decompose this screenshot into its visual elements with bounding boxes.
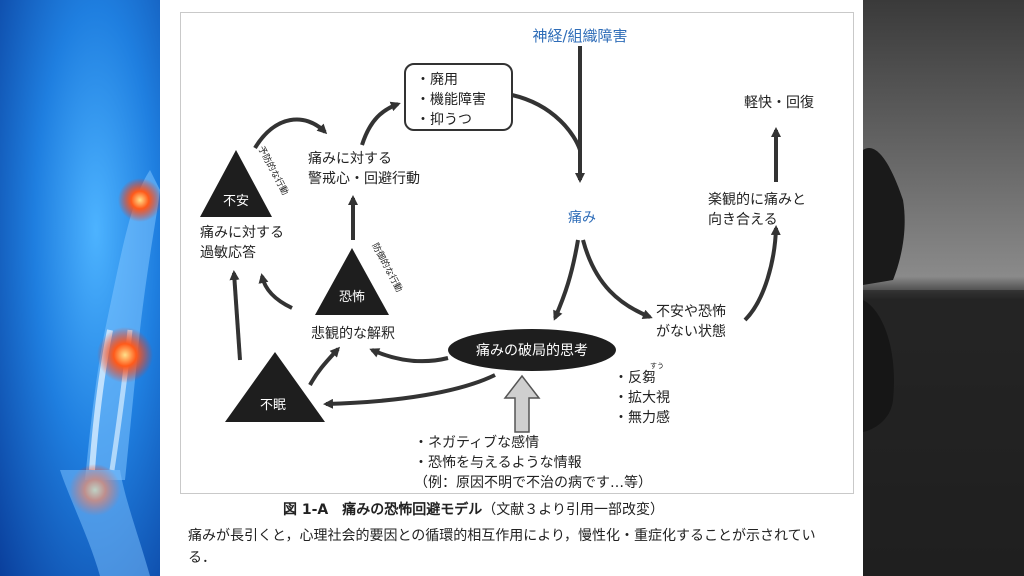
arrow-insomnia-to-fear [308,346,341,386]
rock-sea-photo [863,148,1024,576]
anxiety-side-label: 予防的な行動 [255,144,291,197]
alert-line-1: 痛みに対する [308,150,392,167]
figure-caption-title: 図 1-A 痛みの恐怖回避モデル（文献３より引用一部改変） [283,499,664,519]
fear-side-label: 防御的な行動 [369,241,405,294]
caption-title-bold: 図 1-A 痛みの恐怖回避モデル [283,502,483,518]
arrow-nofear-to-optimistic [743,225,781,322]
arrow-alert-to-box [360,101,401,146]
input-line-3: （例：原因不明で不治の病です…等） [414,474,652,491]
hyper-line-1: 痛みに対する [200,224,284,241]
figure-frame [180,12,854,494]
pessimistic-label: 悲観的な解釈 [311,325,395,342]
arm-illustration [60,170,160,576]
arrow-pain-to-cat [553,239,580,321]
optimistic-line-1: 楽観的に痛みと [708,191,806,208]
anxiety-triangle [200,150,272,217]
consequence-box [404,63,513,131]
pain-label: 痛み [568,209,596,226]
cat-item-3: ・無力感 [614,409,670,426]
input-hollow-arrow [503,374,541,433]
box-item-3: ・抑うつ [416,112,472,128]
nofear-line-2: がない状態 [656,324,726,340]
insomnia-label: 不眠 [260,398,286,413]
arrow-fear-to-hyper [258,273,293,310]
fear-label: 恐怖 [339,289,365,305]
optimistic-line-2: 向き合える [708,212,778,228]
input-line-2: ・恐怖を与えるような情報 [414,454,582,471]
alert-line-2: 警戒心・回避行動 [308,171,420,187]
arrow-insomnia-to-hyper [229,270,242,361]
figure-caption-body: 痛みが長引くと，心理社会的要因との循環的相互作用により，慢性化・重症化することが… [188,528,816,566]
catastrophizing-ellipse [448,329,616,371]
hyper-line-2: 過敏応答 [200,244,256,261]
left-decorative-image [0,0,160,576]
input-line-1: ・ネガティブな感情 [414,434,539,451]
catastrophizing-label: 痛みの破局的思考 [476,342,588,359]
right-decorative-image [863,0,1024,576]
arrow-cat-to-pessimistic [369,348,449,364]
cat-item-1: ・反芻 [614,370,656,386]
flow-arrows [229,46,781,409]
box-item-1: ・廃用 [416,71,458,88]
arrow-box-to-pain [511,93,582,151]
anxiety-label: 不安 [223,194,249,209]
ruby-label: すう [650,362,664,370]
source-label: 神経/組織障害 [532,27,627,45]
arrow-cat-to-insomnia [323,373,496,409]
fear-triangle [315,248,389,315]
insomnia-triangle [225,352,325,422]
arrow-anxiety-to-alert [253,117,328,150]
nofear-line-1: 不安や恐怖 [656,303,726,320]
box-item-2: ・機能障害 [416,92,486,108]
arrow-pain-to-nofear [581,239,653,320]
recovery-label: 軽快・回復 [744,94,814,111]
cat-item-2: ・拡大視 [614,390,670,406]
caption-title-rest: （文献３より引用一部改変） [482,502,664,518]
